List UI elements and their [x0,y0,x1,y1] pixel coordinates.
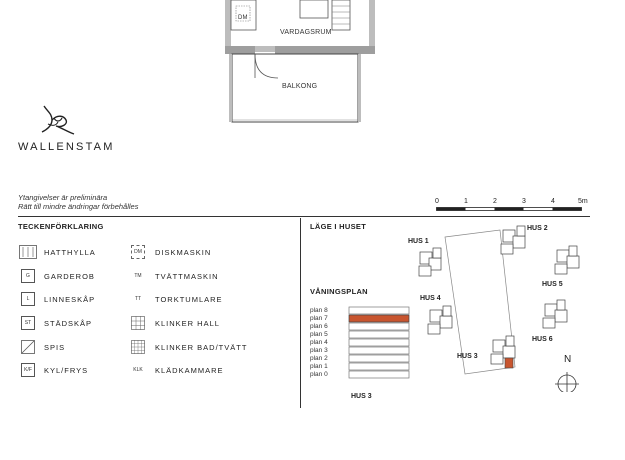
scale-tick-4: 4 [551,198,555,205]
floor-label-6: plan 6 [310,323,328,330]
fridge-freezer-icon: K/F [21,363,35,377]
building-hus-4 [427,305,453,335]
label-hus-3: HUS 3 [457,353,478,360]
legend-label-dishwasher: DISKMASKIN [155,248,212,257]
legend-divider-line [18,216,590,217]
floor-building-label: HUS 3 [351,393,372,400]
stove-icon [21,340,35,354]
floor-stack-diagram [348,306,410,379]
linen-cabinet-icon: L [21,292,35,306]
legend-label-tile-bath: KLINKER BAD/TVÄTT [155,343,248,352]
tumble-dryer-icon: TT [134,296,142,302]
hat-shelf-icon [19,245,37,259]
walk-in-closet-icon: KLK [133,367,143,373]
legend-label-linen: LINNESKÅP [44,295,96,304]
cleaning-cabinet-icon: ST [21,316,35,330]
compass-icon [555,372,579,392]
legend-label-cleaning: STÄDSKÅP [44,319,93,328]
floor-label-7: plan 7 [310,315,328,322]
legend-label-hat-shelf: HATTHYLLA [44,248,96,257]
building-hus-6 [542,299,568,329]
floor-label-3: plan 3 [310,347,328,354]
floor-plan-drawing [225,0,375,123]
legend-label-tile-hall: KLINKER HALL [155,319,220,328]
label-hus-6: HUS 6 [532,336,553,343]
dishwasher-label: DM [238,15,248,21]
apartment-location-marker [504,357,514,369]
legend-title: TECKENFÖRKLARING [18,222,104,231]
label-hus-2: HUS 2 [527,225,548,232]
preliminary-note: Ytangivelser är preliminära [18,193,108,202]
floor-label-1: plan 1 [310,363,328,370]
scale-tick-5: 5m [578,198,588,205]
scale-tick-0: 0 [435,198,439,205]
wallenstam-logo-text: WALLENSTAM [18,141,115,153]
site-map [418,225,580,392]
vertical-divider [300,218,301,408]
building-hus-3 [490,335,516,365]
floor-label-0: plan 0 [310,371,328,378]
living-room-label: VARDAGSRUM [280,29,332,36]
floor-label-4: plan 4 [310,339,328,346]
legend-label-dryer: TORKTUMLARE [155,295,223,304]
scale-tick-3: 3 [522,198,526,205]
changes-note: Rätt till mindre ändringar förbehålles [18,202,139,211]
building-hus-5 [554,245,580,275]
label-hus-5: HUS 5 [542,281,563,288]
label-hus-4: HUS 4 [420,295,441,302]
location-title: LÄGE I HUSET [310,222,367,231]
legend-label-stove: SPIS [44,343,66,352]
wardrobe-icon: G [21,269,35,283]
washing-machine-icon: TM [134,273,142,279]
legend-label-fridge: KYL/FRYS [44,366,89,375]
north-label: N [564,354,572,365]
legend-label-wardrobe: GARDEROB [44,272,95,281]
label-hus-1: HUS 1 [408,238,429,245]
floor-labels: plan 8 plan 7 plan 6 plan 5 plan 4 plan … [310,307,328,379]
tile-bath-icon [131,340,145,354]
floor-label-8: plan 8 [310,307,328,314]
tile-hall-icon [131,316,145,330]
floor-label-5: plan 5 [310,331,328,338]
floor-label-2: plan 2 [310,355,328,362]
legend-label-washing-machine: TVÄTTMASKIN [155,272,219,281]
balcony-label: BALKONG [282,83,318,90]
floors-title: VÅNINGSPLAN [310,287,368,296]
wallenstam-logo-mark [41,105,75,135]
dishwasher-icon: DM [131,245,145,259]
building-hus-2 [500,225,526,255]
scale-tick-1: 1 [464,198,468,205]
scale-bar [436,207,582,211]
building-hus-1 [418,247,442,277]
scale-tick-2: 2 [493,198,497,205]
legend-label-closet: KLÄDKAMMARE [155,366,224,375]
